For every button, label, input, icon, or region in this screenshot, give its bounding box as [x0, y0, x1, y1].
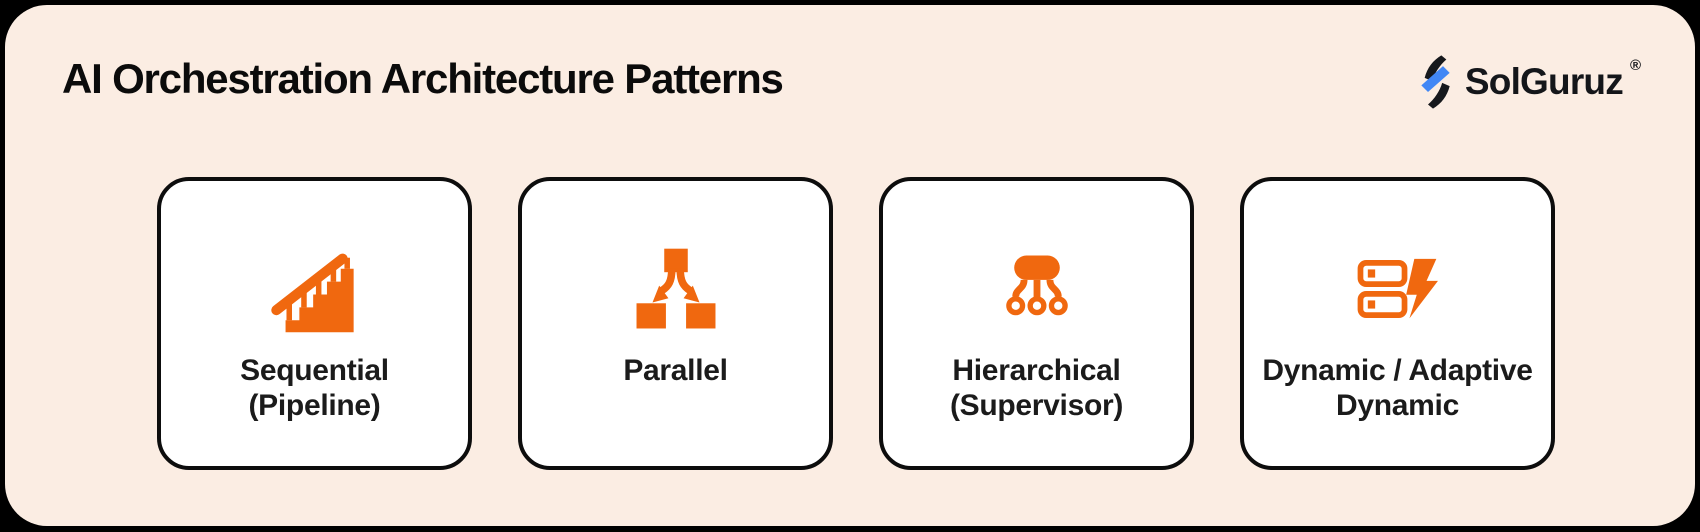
- page-title: AI Orchestration Architecture Patterns: [62, 55, 784, 102]
- card-label: Parallel: [623, 353, 728, 388]
- infographic-panel: AI Orchestration Architecture Patterns S…: [5, 5, 1695, 526]
- solguruz-lightning-icon: [1418, 55, 1458, 109]
- card-label: Sequential (Pipeline): [240, 353, 389, 423]
- card-label-line2: Dynamic: [1336, 389, 1459, 422]
- server-lightning-icon: [1357, 243, 1439, 335]
- card-label-line1: Hierarchical: [952, 354, 1121, 387]
- card-label-line1: Dynamic / Adaptive: [1262, 354, 1533, 387]
- card-hierarchical-supervisor: Hierarchical (Supervisor): [879, 177, 1194, 470]
- card-label-line1: Sequential: [240, 354, 389, 387]
- card-parallel: Parallel: [518, 177, 833, 470]
- card-label-line2: (Pipeline): [248, 389, 381, 422]
- brand-logo: SolGuruz ®: [1418, 53, 1641, 111]
- card-sequential-pipeline: Sequential (Pipeline): [157, 177, 472, 470]
- stairs-icon: [269, 243, 361, 335]
- pattern-cards-row: Sequential (Pipeline) Parallel: [157, 177, 1555, 470]
- registered-trademark: ®: [1629, 57, 1641, 74]
- flow-split-icon: [634, 243, 718, 335]
- card-label-line2: (Supervisor): [949, 389, 1124, 422]
- supervisor-hub-icon: [999, 243, 1075, 335]
- card-dynamic-adaptive: Dynamic / Adaptive Dynamic: [1240, 177, 1555, 470]
- card-label-line1: Parallel: [623, 354, 728, 387]
- brand-name: SolGuruz: [1464, 61, 1624, 102]
- card-label: Hierarchical (Supervisor): [950, 353, 1123, 423]
- card-label: Dynamic / Adaptive Dynamic: [1262, 353, 1533, 423]
